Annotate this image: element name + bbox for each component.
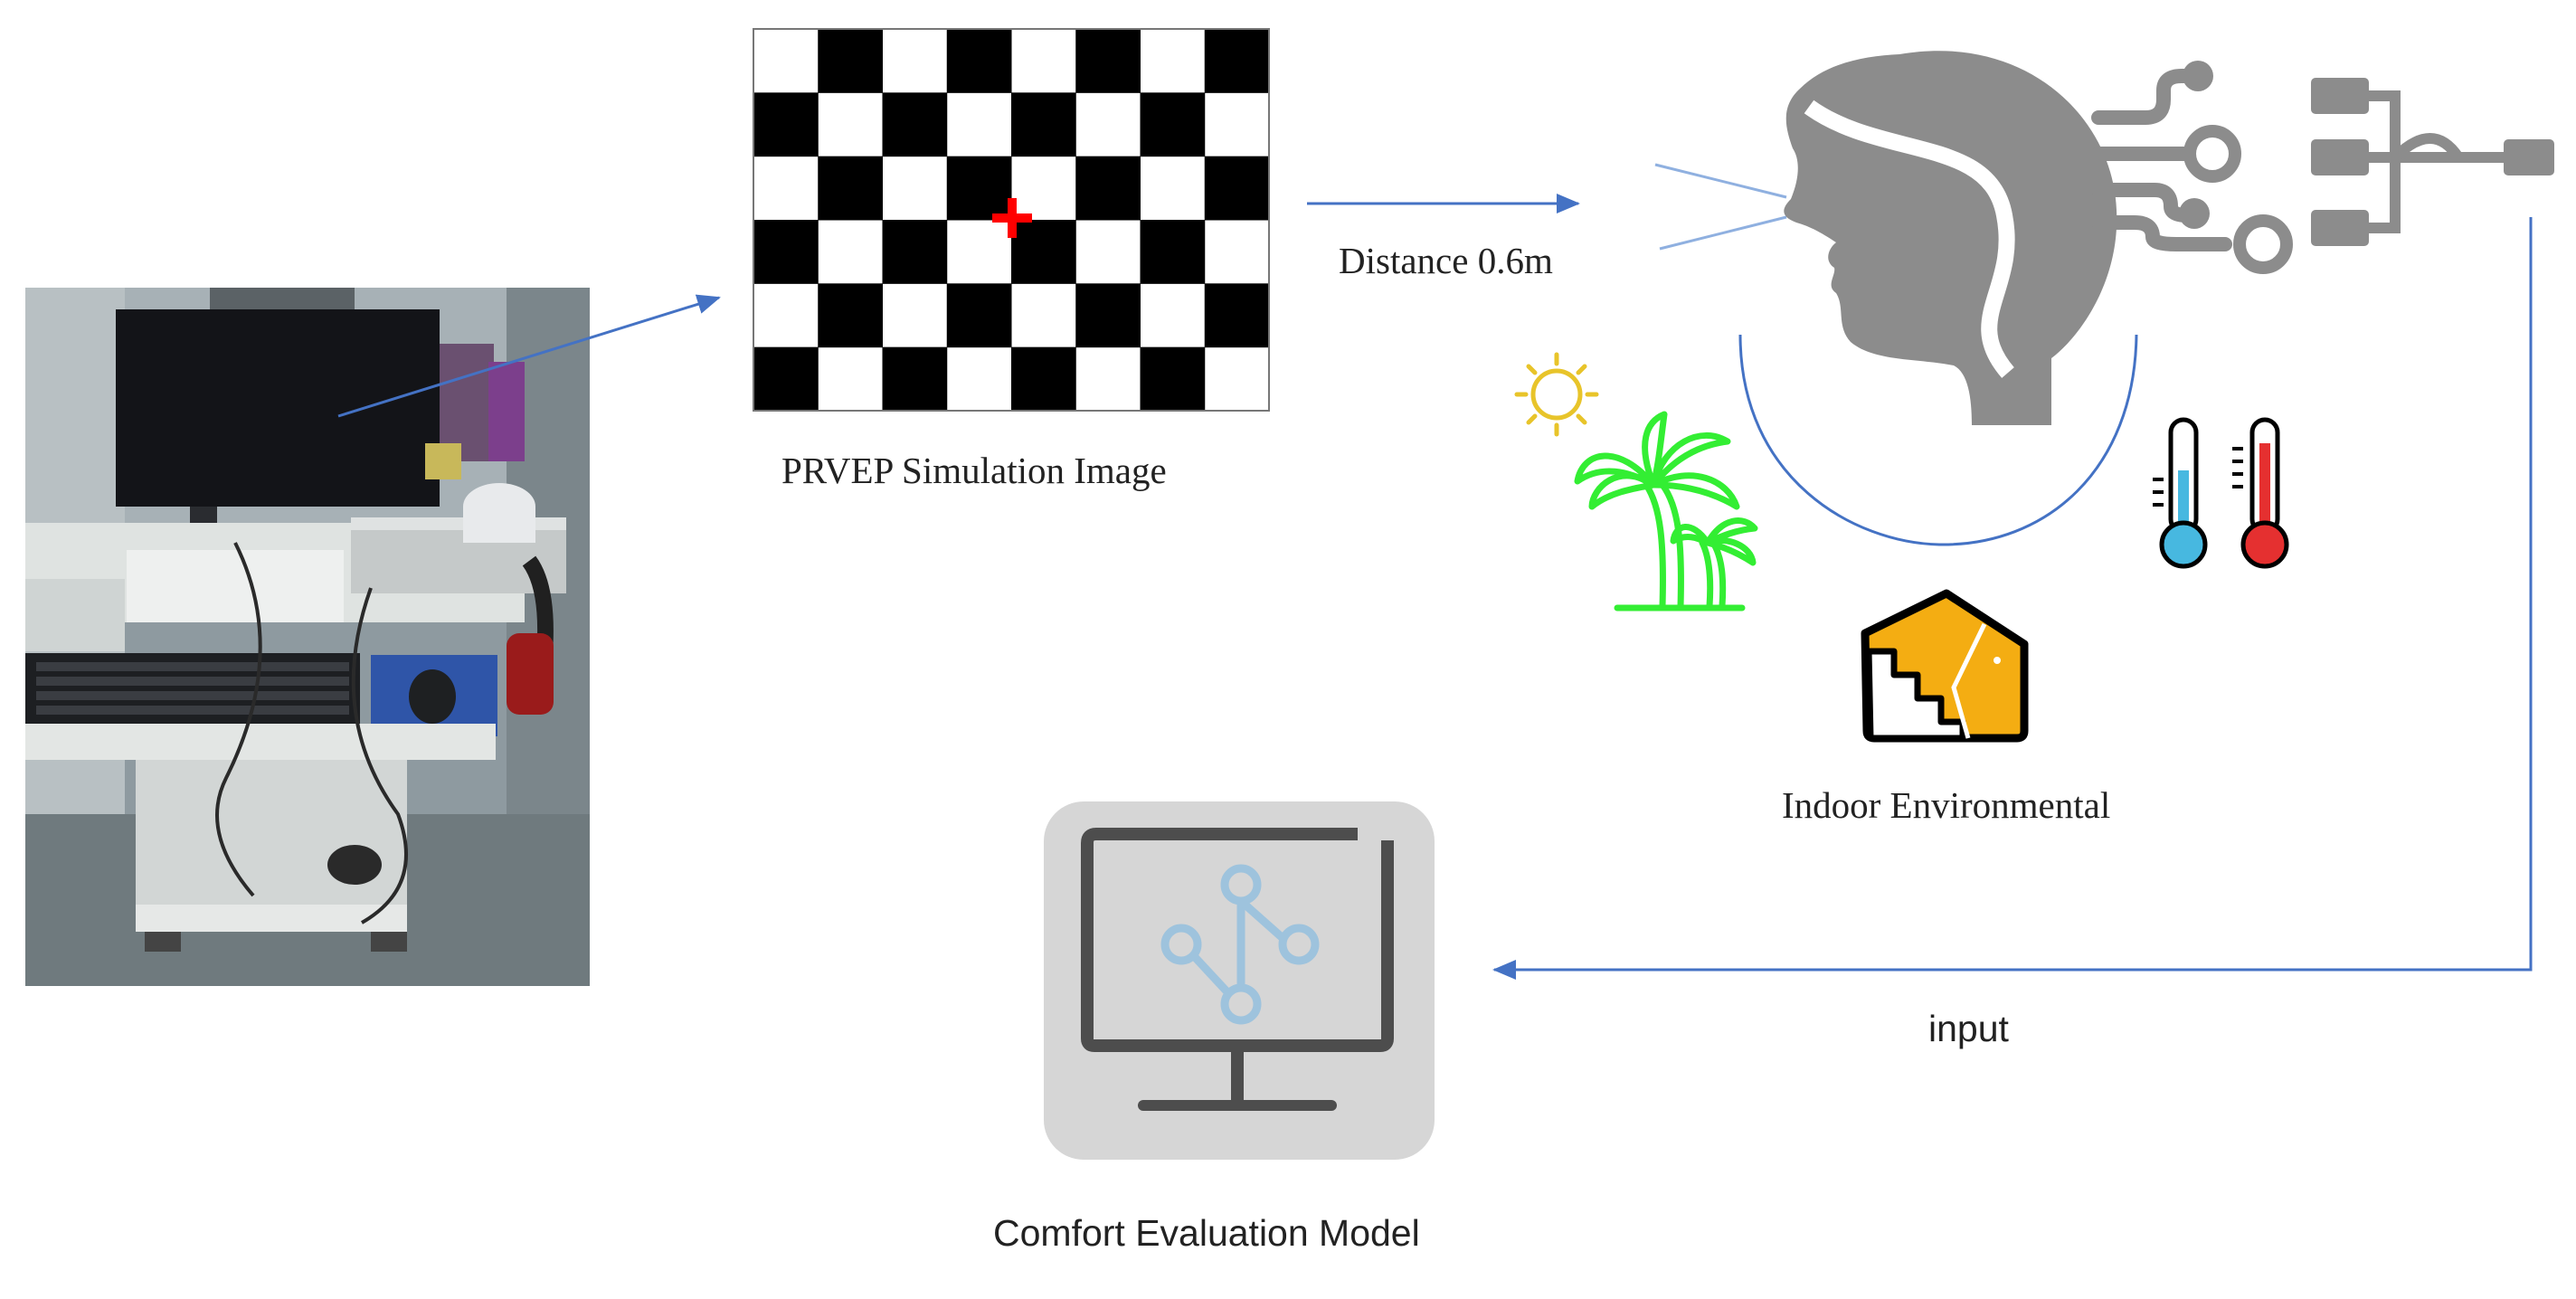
checker-cell xyxy=(1075,283,1141,348)
indoor-environment-label: Indoor Environmental xyxy=(1782,784,2111,826)
monitor-photo xyxy=(116,309,440,507)
sun-icon xyxy=(1514,352,1599,437)
checker-cell xyxy=(1204,29,1270,93)
house-stairs-icon xyxy=(1861,589,2029,743)
distance-label: Distance 0.6m xyxy=(1339,240,1553,281)
checker-cell xyxy=(1204,283,1270,348)
checker-cell xyxy=(882,220,948,284)
lab-equipment-photo xyxy=(25,288,590,986)
checker-cell xyxy=(1140,92,1206,157)
thermometer-hot-icon xyxy=(2232,417,2289,569)
checker-cell xyxy=(753,346,819,412)
fixation-cross xyxy=(992,198,1032,238)
input-label: input xyxy=(1928,1008,2009,1049)
checker-cell xyxy=(818,283,883,348)
model-monitor-icon xyxy=(1044,801,1435,1160)
checker-cell xyxy=(818,156,883,221)
checker-cell xyxy=(1204,156,1270,221)
checker-cell xyxy=(1140,220,1206,284)
checker-cell xyxy=(1075,29,1141,93)
checker-cell xyxy=(1075,156,1141,221)
arrow-photo-to-stimulus xyxy=(337,294,721,418)
checker-cell xyxy=(882,92,948,157)
thermometer-cold-icon xyxy=(2153,417,2208,569)
palm-trees-icon xyxy=(1574,411,1758,612)
checkerboard-stimulus xyxy=(753,28,1270,412)
brain-head-icon xyxy=(1654,51,2554,546)
arrow-input-to-model xyxy=(1492,217,2533,980)
checker-cell xyxy=(946,283,1012,348)
checker-cell xyxy=(882,346,948,412)
checker-cell xyxy=(1011,346,1076,412)
checker-cell xyxy=(946,156,1012,221)
checker-cell xyxy=(818,29,883,93)
model-label: Comfort Evaluation Model xyxy=(993,1212,1420,1254)
checker-cell xyxy=(1011,220,1076,284)
prvep-image-label: PRVEP Simulation Image xyxy=(781,450,1167,491)
network-graph-icon xyxy=(1160,864,1320,1025)
checker-cell xyxy=(1011,92,1076,157)
checker-cell xyxy=(753,220,819,284)
checker-cell xyxy=(1140,346,1206,412)
checker-cell xyxy=(753,92,819,157)
checker-cell xyxy=(946,29,1012,93)
